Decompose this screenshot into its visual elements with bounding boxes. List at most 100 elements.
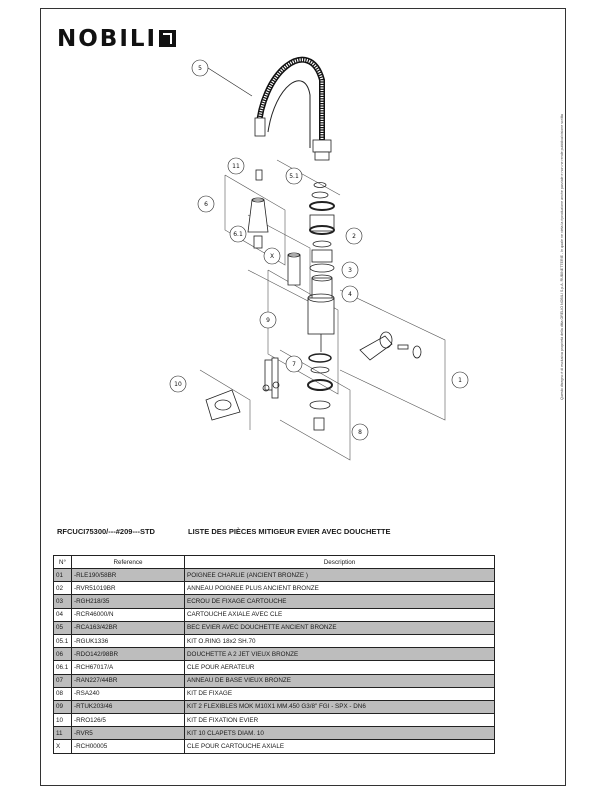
svg-text:5.1: 5.1 (289, 173, 299, 180)
callout-11: 11 (227, 157, 245, 175)
cell-number: 01 (53, 567, 72, 583)
cell-description: ANNEAU DE BASE VIEUX BRONZE (184, 673, 495, 688)
cell-description: POIGNEE CHARLIE (ANCIENT BRONZE ) (184, 567, 495, 583)
cell-description: ECROU DE FIXAGE CARTOUCHE (184, 594, 495, 609)
header-number: N° (53, 555, 72, 569)
cell-description: ANNEAU POIGNEE PLUS ANCIENT BRONZE (184, 581, 495, 596)
side-note-text: Questo disegno è di esclusiva proprietà … (560, 114, 564, 400)
header-description: Description (184, 555, 495, 569)
cell-number: 08 (53, 686, 72, 701)
vertical-note: Questo disegno è di esclusiva proprietà … (552, 40, 564, 480)
cell-reference: -RAN227/44BR (71, 673, 185, 688)
cell-number: 09 (53, 699, 72, 715)
cell-description: CARTOUCHE AXIALE AVEC CLE (184, 607, 495, 622)
cell-description: DOUCHETTE A 2 JET VIEUX BRONZE (184, 647, 495, 662)
title-reference: RFCUCI75300/---#209---STD (57, 527, 155, 536)
left-parts (205, 169, 301, 421)
parts-list-title: RFCUCI75300/---#209---STD LISTE DES PIÈCE… (57, 527, 391, 536)
cell-number: 06.1 (53, 660, 72, 675)
svg-text:1: 1 (458, 377, 462, 384)
cell-number: 04 (53, 607, 72, 622)
cell-number: X (53, 739, 72, 754)
cell-reference: -RCR46000/N (71, 607, 185, 622)
svg-text:10: 10 (174, 381, 182, 388)
svg-text:9: 9 (266, 317, 270, 324)
cell-description: KIT O.RING 18x2 SH.70 (184, 633, 495, 649)
cell-reference: -RGUK1336 (71, 633, 185, 649)
callout-8: 8 (351, 423, 369, 441)
callout-1: 1 (451, 371, 469, 389)
spout-hose (254, 56, 332, 161)
cell-number: 10 (53, 713, 72, 728)
cell-description: BEC EVIER AVEC DOUCHETTE ANCIENT BRONZE (184, 620, 495, 635)
cell-reference: -RVR51019BR (71, 581, 185, 596)
cell-description: CLE POUR CARTOUCHE AXIALE (184, 739, 495, 754)
cell-reference: -RLE190/58BR (71, 567, 185, 583)
brand-logo: NOBILI (57, 26, 177, 52)
cell-description: KIT 2 FLEXIBLES MOK M10X1 MM.450 G3/8" F… (184, 699, 495, 715)
cell-reference: -RRO126/5 (71, 713, 185, 728)
callout-2: 2 (345, 227, 363, 245)
logo-badge-icon (159, 30, 177, 47)
drawing-frame (40, 8, 566, 786)
callout-5: 5 (191, 59, 253, 97)
callout-10: 10 (169, 375, 187, 393)
callout-9: 9 (259, 311, 277, 329)
svg-text:2: 2 (352, 233, 356, 240)
svg-text:5: 5 (198, 65, 202, 72)
callout-6: 6 (197, 195, 215, 213)
svg-text:8: 8 (358, 429, 362, 436)
callout-3: 3 (341, 261, 359, 279)
svg-text:4: 4 (348, 291, 352, 298)
cell-description: KIT DE FIXATION EVIER (184, 713, 495, 728)
cell-reference: -RDO142/98BR (71, 647, 185, 662)
cell-number: 02 (53, 581, 72, 596)
cell-reference: -RCA163/42BR (71, 620, 185, 635)
logo-text: NOBILI (57, 26, 158, 52)
cell-number: 05.1 (53, 633, 72, 649)
cell-number: 07 (53, 673, 72, 688)
cell-reference: -RVR5 (71, 726, 185, 741)
handle-assembly (359, 331, 422, 361)
callout-4: 4 (341, 285, 359, 303)
stacked-parts (307, 182, 335, 431)
callouts: 5 5.1 11 6 6.1 X 2 3 4 9 7 10 1 8 (169, 59, 469, 441)
cell-reference: -RCH00005 (71, 739, 185, 754)
title-description: LISTE DES PIÈCES MITIGEUR EVIER AVEC DOU… (188, 527, 391, 536)
cell-description: KIT DE FIXAGE (184, 686, 495, 701)
exploded-diagram: 5 5.1 11 6 6.1 X 2 3 4 9 7 10 1 8 (169, 56, 469, 461)
cell-reference: -RCH67017/A (71, 660, 185, 675)
svg-text:X: X (270, 253, 274, 260)
svg-text:6: 6 (204, 201, 208, 208)
callout-6-1: 6.1 (229, 225, 247, 243)
cell-number: 06 (53, 647, 72, 662)
table-header-row: N° Reference Description (53, 555, 495, 569)
svg-text:3: 3 (348, 267, 352, 274)
callout-5-1: 5.1 (285, 167, 303, 185)
cell-number: 05 (53, 620, 72, 635)
svg-text:7: 7 (292, 361, 296, 368)
cell-number: 11 (53, 726, 72, 741)
svg-text:6.1: 6.1 (233, 231, 243, 238)
header-reference: Reference (71, 555, 185, 569)
cell-number: 03 (53, 594, 72, 609)
svg-text:11: 11 (232, 163, 240, 170)
cell-description: CLE POUR AERATEUR (184, 660, 495, 675)
cell-reference: -RGH218/35 (71, 594, 185, 609)
cell-description: KIT 10 CLAPETS DIAM. 10 (184, 726, 495, 741)
callout-7: 7 (285, 355, 303, 373)
cell-reference: -RTUK203/46 (71, 699, 185, 715)
